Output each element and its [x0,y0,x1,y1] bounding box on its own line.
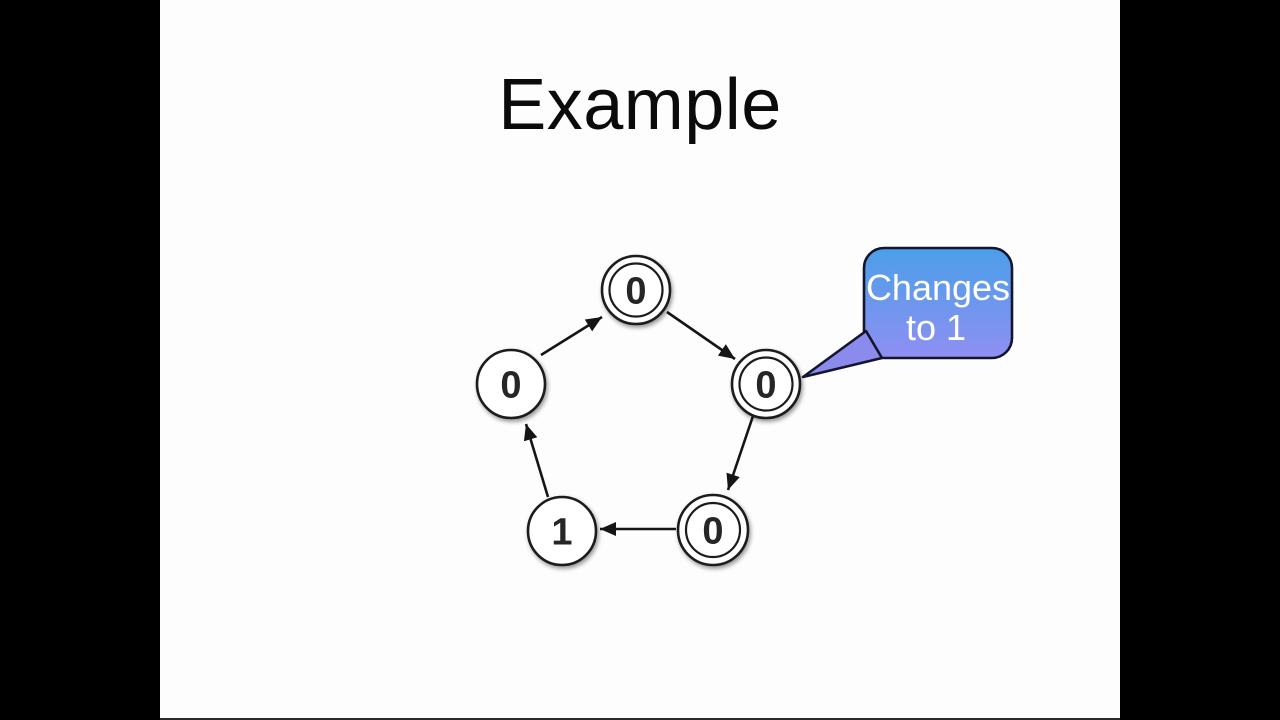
callout-body [862,246,1014,360]
node-bottom-right-inner-circle [684,501,742,559]
letterbox-left [0,0,160,720]
diagram-edges [523,310,755,536]
node-left-label: 0 [500,365,521,407]
node-right-outer-circle [730,348,802,420]
edge-top-to-right [666,310,736,361]
node-top-inner-circle [608,262,664,318]
node-top-outer-circle [600,254,672,326]
node-bottom-right-label: 0 [702,511,723,553]
node-top-label: 0 [625,271,646,313]
node-left-circle [475,348,547,420]
callout-text-line2: to 1 [906,307,966,348]
slide-title: Example [498,65,782,145]
node-bottom-left-circle [526,495,598,567]
slide [160,0,1120,720]
node-bottom-left-label: 1 [551,512,572,554]
node-bottom-right: 0 [676,493,750,567]
callout-tail [801,329,884,379]
node-right-label: 0 [755,365,776,407]
node-right-inner-circle [738,356,794,412]
node-bottom-left: 1 [526,495,598,567]
node-bottom-right-outer-circle [676,493,750,567]
node-top: 0 [600,254,672,326]
edge-right-to-bottom-right [726,415,755,491]
node-right: 0 [730,348,802,420]
edge-bottom-left-to-left [523,423,550,498]
slide-bottom-edge [160,718,1120,720]
letterbox-right [1120,0,1280,720]
edge-left-to-top [540,315,603,357]
callout-text-line1: Changes [866,267,1010,308]
callout-bubble: Changes to 1 [801,246,1014,379]
node-left: 0 [475,348,547,420]
